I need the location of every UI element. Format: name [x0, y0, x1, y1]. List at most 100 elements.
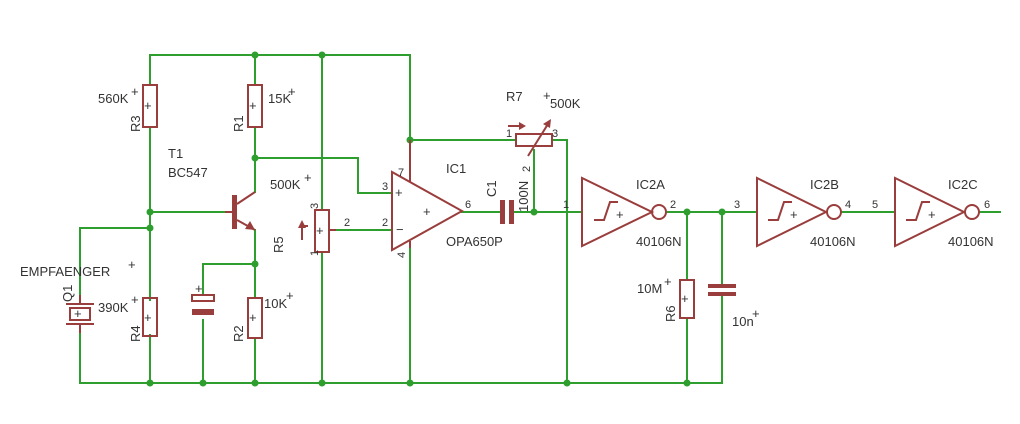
r6-value: 10M: [637, 281, 662, 296]
transistor-collector: [236, 191, 256, 205]
q1-value: EMPFAENGER: [20, 264, 110, 279]
q1-name: Q1: [60, 285, 75, 302]
pin-label: 6: [984, 199, 990, 211]
capacitor-plate: [509, 200, 514, 224]
plus-mark: +: [144, 98, 152, 113]
plus-mark: +: [144, 310, 152, 325]
ic2c-value: 40106N: [948, 234, 994, 249]
r4-value: 390K: [98, 300, 129, 315]
c1-value: 100N: [516, 181, 531, 212]
crystal-body: [69, 307, 91, 321]
resistor-body: [679, 279, 695, 319]
plus-mark: +: [128, 257, 136, 272]
wire-q1-top: [79, 227, 151, 296]
c10n-value: 10n: [732, 314, 754, 329]
resistor-r4: + 390K + R4: [98, 292, 158, 342]
r6-name: R6: [663, 305, 678, 322]
plus-mark: +: [681, 291, 689, 306]
capacitor-plate: [192, 309, 214, 315]
plus-mark: +: [752, 306, 760, 321]
junction-dot: [683, 379, 691, 387]
wires: [79, 54, 1001, 384]
pin-label: 7: [398, 167, 404, 179]
plus-mark: +: [131, 84, 139, 99]
junction-dot: [251, 51, 259, 59]
capacitor-plate: [500, 200, 505, 224]
plus-mark: +: [543, 88, 551, 103]
emitter-arrow-icon: [245, 221, 255, 230]
r7-value: 500K: [550, 96, 581, 111]
inverter-bubble: [826, 204, 842, 220]
ic1-value: OPA650P: [446, 234, 503, 249]
electrolytic-capacitor: +: [191, 281, 215, 315]
pin-label: 3: [734, 199, 740, 211]
pin-label: 3: [382, 181, 388, 193]
wire-cap-top: [202, 263, 256, 296]
r2-name: R2: [231, 325, 246, 342]
resistor-body: [247, 84, 263, 128]
capacitor-plate: [708, 292, 736, 296]
r1-name: R1: [231, 115, 246, 132]
plus-mark: +: [249, 98, 257, 113]
pin-label: 4: [396, 252, 408, 258]
pin-label: 6: [465, 199, 471, 211]
junction-dot: [146, 379, 154, 387]
pin-label: 3: [309, 203, 321, 209]
junction-dot: [318, 379, 326, 387]
ic2a-name: IC2A: [636, 177, 665, 192]
capacitor-c1: C1 100N: [484, 180, 531, 224]
r5-name: R5: [271, 236, 286, 253]
arrow-head-icon: [519, 122, 526, 130]
r3-name: R3: [128, 115, 143, 132]
plus-mark: +: [288, 84, 296, 99]
junction-dot: [251, 379, 259, 387]
r5-value: 500K: [270, 177, 301, 192]
junctions: [146, 51, 726, 387]
inverter-triangle: [756, 176, 829, 248]
wire-r7-right: [551, 139, 568, 384]
inverter-bubble: [651, 204, 667, 220]
junction-dot: [563, 379, 571, 387]
plus-mark: +: [316, 223, 324, 238]
inverter-triangle: [894, 176, 967, 248]
pin-label: 1: [506, 128, 512, 140]
schmitt-inverter-ic2b: + IC2B 40106N 3 4: [734, 176, 856, 249]
plus-mark: +: [286, 288, 294, 303]
pin-label: 1: [563, 199, 569, 211]
capacitor-10n: 10n +: [708, 284, 760, 329]
junction-dot: [718, 208, 726, 216]
hysteresis-icon: [906, 201, 930, 221]
r1-value: 15K: [268, 91, 291, 106]
capacitor-plate: [708, 284, 736, 288]
junction-dot: [318, 51, 326, 59]
resistor-body: [142, 297, 158, 337]
junction-dot: [406, 379, 414, 387]
resistor-r3: + 560K + R3: [98, 84, 158, 132]
pot-adjust-line: [527, 123, 549, 157]
junction-dot: [199, 379, 207, 387]
plus-mark: +: [249, 310, 257, 325]
arrow-head-icon: [298, 220, 306, 228]
pin-label: 2: [521, 166, 533, 172]
t1-value: BC547: [168, 165, 208, 180]
resistor-r2: + 10K + R2: [231, 288, 294, 342]
potentiometer-r5: + 500K + R5 3 2 1: [270, 170, 350, 256]
r7-name: R7: [506, 89, 523, 104]
pin-label: 2: [382, 217, 388, 229]
ic2c-name: IC2C: [948, 177, 978, 192]
plus-mark: +: [74, 306, 82, 321]
junction-dot: [530, 208, 538, 216]
plus-mark: +: [131, 292, 139, 307]
schmitt-inverter-ic2c: + IC2C 40106N 5 6: [872, 176, 994, 249]
pin-label: 4: [845, 199, 851, 211]
wire-top-rail: [149, 54, 411, 141]
pot-body: [515, 133, 553, 147]
pin-label: 2: [670, 199, 676, 211]
inverter-plus: +: [928, 207, 936, 222]
ic2b-name: IC2B: [810, 177, 839, 192]
inverter-triangle: [581, 176, 655, 248]
opamp-triangle: [391, 170, 465, 252]
r2-value: 10K: [264, 296, 287, 311]
inverter-bubble: [964, 204, 980, 220]
